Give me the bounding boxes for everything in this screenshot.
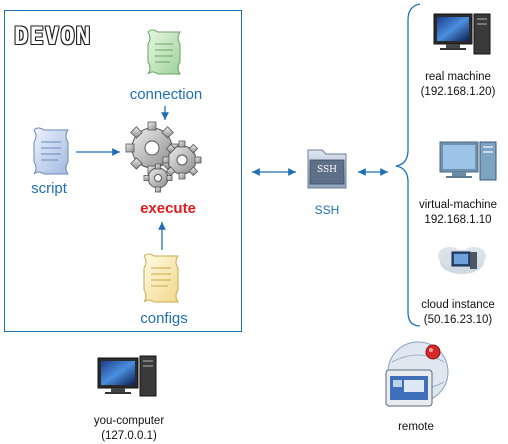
virtual-machine-label: virtual-machine 192.168.1.10 [408, 198, 508, 228]
remote-label: remote [398, 421, 434, 433]
virtual-machine-computer-icon [439, 141, 497, 181]
configs-label: configs [140, 310, 188, 327]
cloud-instance-ip: (50.16.23.10) [423, 314, 493, 326]
execute-label: execute [140, 200, 196, 217]
virtual-machine-ip: 192.168.1.10 [424, 214, 492, 226]
cloud-instance-icon [438, 247, 486, 274]
gears-icon [125, 121, 202, 193]
you-computer-name: you-computer [93, 415, 165, 427]
script-label: script [31, 180, 67, 197]
cloud-instance-name: cloud instance [421, 299, 495, 311]
real-machine-computer-icon [433, 13, 491, 55]
real-machine-label: real machine (192.168.1.20) [408, 70, 508, 100]
cloud-instance-label: cloud instance (50.16.23.10) [408, 298, 508, 328]
you-computer-ip: (127.0.0.1) [101, 430, 157, 442]
real-machine-ip: (192.168.1.20) [420, 86, 496, 98]
devon-container [4, 10, 242, 332]
ssh-folder-icon [307, 149, 347, 189]
ssh-label: SSH [314, 203, 340, 217]
ssh-folder-text: SSH [316, 165, 338, 175]
connection-label: connection [129, 86, 203, 103]
connection-scroll-icon [147, 29, 181, 75]
you-computer-label: you-computer (127.0.0.1) [74, 414, 184, 444]
you-computer-icon [97, 355, 157, 397]
devon-logo: DEVON [14, 22, 92, 50]
targets-brace [395, 3, 421, 327]
remote-desktop-icon [385, 341, 449, 407]
real-machine-name: real machine [425, 71, 491, 83]
script-scroll-icon [33, 127, 69, 175]
virtual-machine-name: virtual-machine [419, 199, 497, 211]
configs-scroll-icon [143, 253, 179, 303]
